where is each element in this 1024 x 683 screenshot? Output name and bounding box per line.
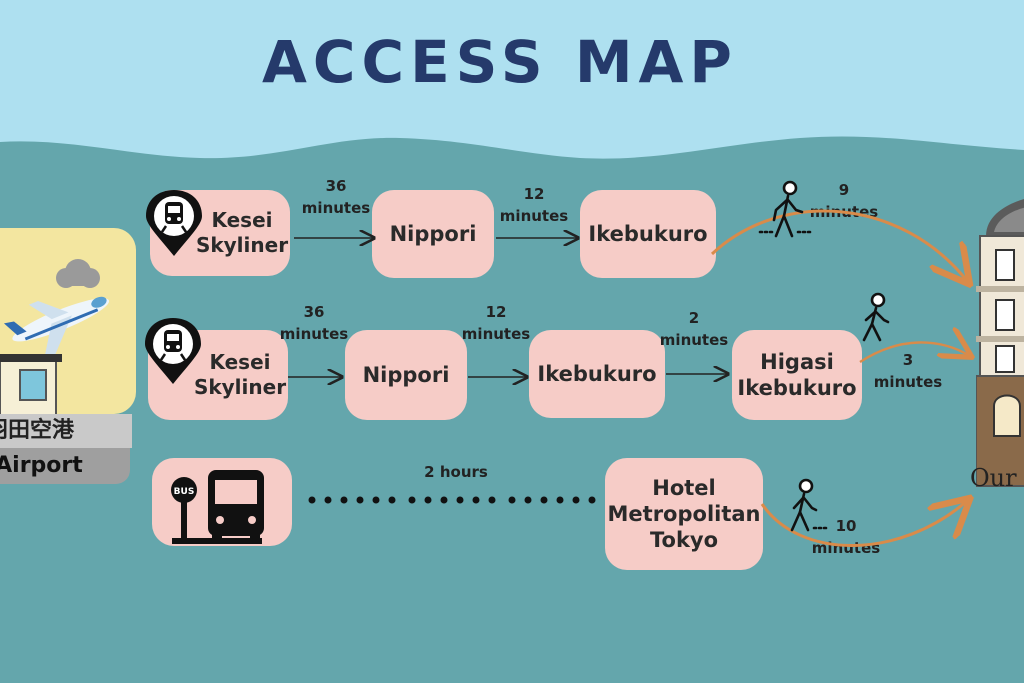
page-title: ACCESS MAP — [262, 28, 738, 96]
route2-walk-arc — [859, 342, 970, 364]
route2-time-3: 2 minutes — [659, 309, 729, 349]
train-pin-icon — [146, 190, 202, 256]
route2-station-nippori: Nippori — [345, 330, 467, 420]
route2-station-kesei-label: Kesei Skyliner — [193, 350, 287, 399]
route1-station-nippori-label: Nippori — [389, 221, 477, 246]
route2-station-nippori-label: Nippori — [362, 362, 450, 387]
train-pin-icon — [145, 318, 201, 384]
route1-time-1: 36 minutes — [301, 177, 371, 217]
route3-dotted-line — [308, 496, 596, 504]
terminal-icon — [0, 354, 62, 417]
route1-walk-arc — [710, 209, 968, 282]
route3-walk-arc — [760, 500, 968, 547]
bus-stop-sign-text: BUS — [174, 487, 195, 497]
walking-person-icon — [758, 180, 814, 238]
route2-walk-time: 3 minutes — [873, 351, 943, 391]
hotel-building-icon — [975, 196, 1024, 492]
walking-person-icon — [862, 292, 890, 342]
route2-time-2: 12 minutes — [461, 303, 531, 343]
airport-name-ja: 羽田空港 — [0, 414, 132, 448]
hotel-label: Our — [970, 464, 1017, 492]
route3-station-hotel-metropolitan-label: Hotel Metropolitan Tokyo — [607, 475, 761, 553]
route1-station-nippori: Nippori — [372, 190, 494, 278]
route1-station-ikebukuro-label: Ikebukuro — [588, 221, 708, 246]
route2-station-higasi-ikebukuro: Higasi Ikebukuro — [732, 330, 862, 420]
route3-station-hotel-metropolitan: Hotel Metropolitan Tokyo — [605, 458, 763, 570]
route2-station-higasi-ikebukuro-label: Higasi Ikebukuro — [737, 349, 857, 400]
route2-station-ikebukuro-label: Ikebukuro — [537, 361, 657, 386]
walking-person-icon — [790, 478, 828, 532]
route3-time-1: 2 hours — [424, 463, 488, 481]
route1-time-2: 12 minutes — [499, 185, 569, 225]
route1-station-kesei-label: Kesei Skyliner — [195, 208, 289, 257]
route1-station-ikebukuro: Ikebukuro — [580, 190, 716, 278]
bus-stop-icon: BUS — [171, 470, 264, 544]
airport-name-en: -Airport — [0, 448, 130, 484]
route2-time-1: 36 minutes — [279, 303, 349, 343]
airplane-icon — [0, 259, 110, 417]
route2-station-ikebukuro: Ikebukuro — [529, 330, 665, 418]
airport-panel — [0, 228, 136, 417]
